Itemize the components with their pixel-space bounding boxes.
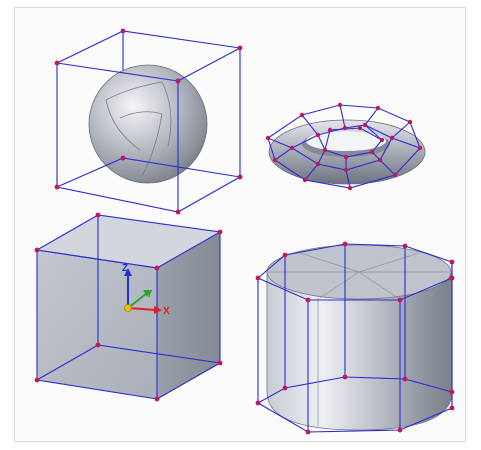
axis-y-arrow xyxy=(143,290,151,297)
axis-origin[interactable] xyxy=(124,304,132,312)
cube-object[interactable]: Z Y X xyxy=(34,212,223,402)
cylinder-surface[interactable] xyxy=(266,244,453,431)
torus-object[interactable] xyxy=(265,102,426,191)
axis-triad[interactable]: Z Y X xyxy=(122,263,170,317)
cylinder-object[interactable] xyxy=(255,241,455,435)
axis-x-line xyxy=(127,307,157,311)
torus-control-vertices[interactable] xyxy=(265,102,423,191)
sphere-control-vertices[interactable] xyxy=(54,28,243,215)
axis-x-label: X xyxy=(163,306,170,317)
axis-y-label: Y xyxy=(146,289,153,300)
cylinder-control-vertices[interactable] xyxy=(255,241,455,435)
axis-z-label: Z xyxy=(122,263,128,274)
axis-x-arrow xyxy=(154,306,162,314)
cube-control-vertices[interactable] xyxy=(34,212,223,402)
sphere-patch-seams xyxy=(105,81,172,177)
sphere-object[interactable] xyxy=(54,28,243,215)
axis-z-arrow xyxy=(124,268,132,276)
